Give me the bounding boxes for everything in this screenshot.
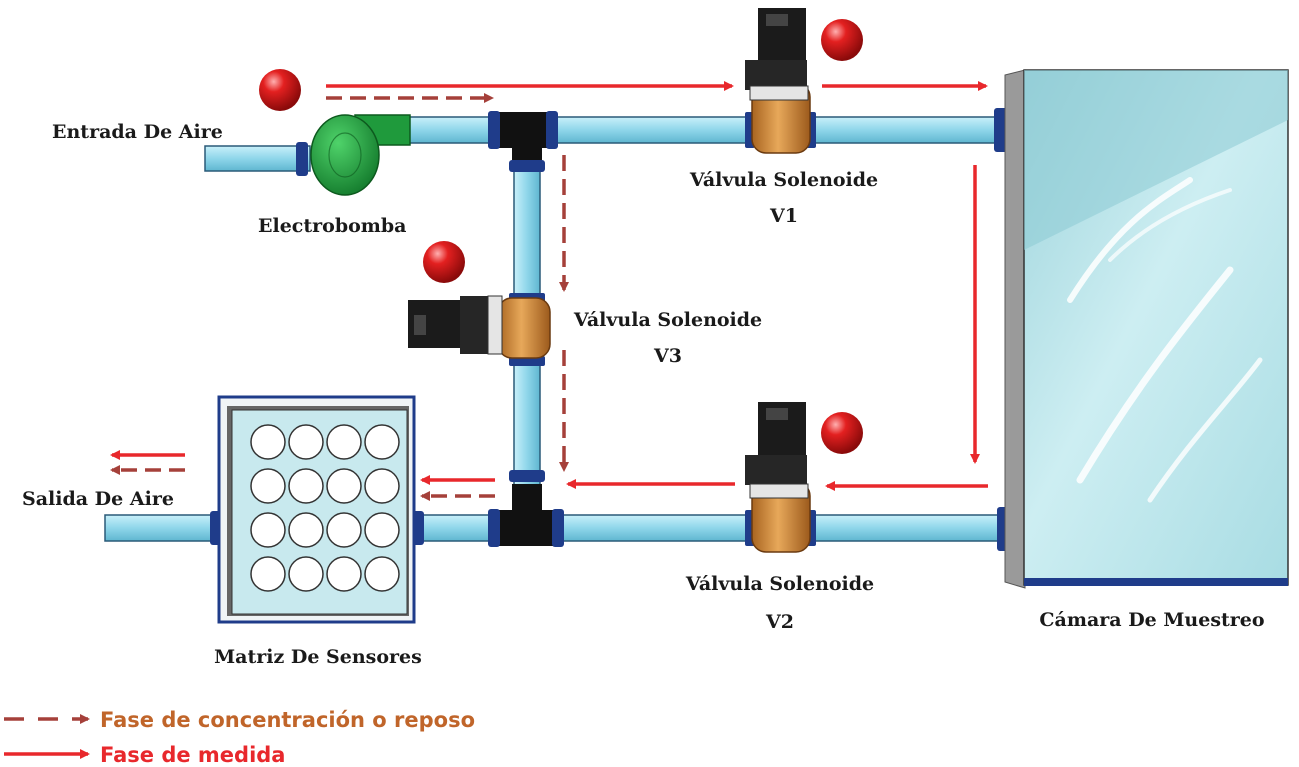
- label-valve-v2-id: V2: [765, 611, 794, 633]
- pipe-network: [104, 108, 1011, 551]
- valve-v1: [745, 8, 811, 154]
- sensor-cell: [250, 468, 286, 504]
- sensor-cell: [364, 424, 400, 460]
- sensor-cell: [364, 556, 400, 592]
- coupling: [509, 470, 545, 482]
- sensor-grid: [250, 424, 400, 592]
- valve-v3: [408, 295, 551, 359]
- label-valve-v3-id: V3: [653, 345, 682, 367]
- label-valve-v1-id: V1: [769, 205, 798, 227]
- label-valve-v3: Válvula Solenoide: [573, 309, 762, 331]
- flow-arrows-measure: [110, 81, 988, 491]
- legend-label-measure: Fase de medida: [100, 743, 285, 767]
- sensor-cell: [326, 556, 362, 592]
- sensor-cell: [250, 424, 286, 460]
- coupling: [552, 509, 564, 547]
- tee-joint-bottom: [498, 510, 556, 546]
- sensor-cell: [250, 512, 286, 548]
- label-air-outlet: Salida De Aire: [22, 488, 174, 510]
- coupling-inlet: [296, 142, 308, 176]
- sampling-chamber: [1004, 69, 1289, 589]
- coupling: [488, 509, 500, 547]
- tee-joint-top-stem: [512, 140, 542, 160]
- indicator-light-v2: [821, 412, 863, 454]
- label-air-inlet: Entrada De Aire: [52, 121, 223, 143]
- coupling: [488, 111, 500, 149]
- sensor-cell: [288, 424, 324, 460]
- coupling: [546, 111, 558, 149]
- pipe-inlet: [204, 145, 311, 172]
- coupling: [509, 160, 545, 172]
- sensor-cell: [326, 424, 362, 460]
- label-valve-v2: Válvula Solenoide: [685, 573, 874, 595]
- label-sampling-chamber: Cámara De Muestreo: [1039, 609, 1264, 631]
- sensor-cell: [250, 556, 286, 592]
- flow-arrows-rest: [110, 93, 569, 501]
- sensor-cell: [288, 512, 324, 548]
- electropump: [310, 114, 411, 196]
- sensor-cell: [288, 556, 324, 592]
- sensor-cell: [288, 468, 324, 504]
- legend: Fase de concentración o reposo Fase de m…: [4, 708, 475, 767]
- valve-v2: [745, 402, 811, 553]
- legend-label-rest: Fase de concentración o reposo: [100, 708, 475, 732]
- sensor-cell: [364, 468, 400, 504]
- label-pump: Electrobomba: [258, 215, 406, 237]
- sensor-cell: [326, 468, 362, 504]
- indicator-light-pump: [259, 69, 301, 111]
- label-valve-v1: Válvula Solenoide: [689, 169, 878, 191]
- sensor-cell: [326, 512, 362, 548]
- sensor-cell: [364, 512, 400, 548]
- sensor-matrix: [217, 395, 416, 624]
- indicator-light-v1: [821, 19, 863, 61]
- label-sensor-matrix: Matriz De Sensores: [214, 646, 422, 668]
- pipe-outlet: [104, 514, 218, 542]
- tee-joint-bottom-stem: [512, 484, 542, 514]
- indicator-light-v3: [423, 241, 465, 283]
